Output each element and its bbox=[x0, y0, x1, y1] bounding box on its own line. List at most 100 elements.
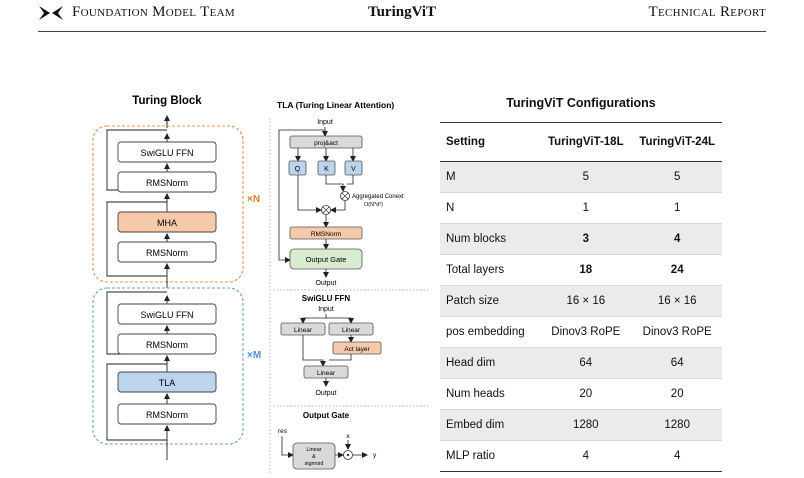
table-row: Head dim 64 64 bbox=[440, 347, 722, 379]
q-box bbox=[288, 160, 307, 176]
setting-cell: Embed dim bbox=[440, 409, 540, 441]
output-gate-y-label: y bbox=[373, 452, 377, 459]
header-title: TuringViT bbox=[367, 4, 437, 20]
lower-rmsnorm-bottom-label: RMSNorm bbox=[146, 410, 188, 420]
page-header: Foundation Model Team TuringViT Technica… bbox=[0, 0, 804, 36]
value-18l-cell: 4 bbox=[539, 440, 633, 472]
value-24l-cell: 1280 bbox=[632, 409, 722, 441]
value-24l-cell: 4 bbox=[632, 440, 722, 472]
upper-rmsnorm-top-label: RMSNorm bbox=[146, 178, 188, 188]
table-row: Patch size 16 × 16 16 × 16 bbox=[440, 285, 722, 317]
table-row: pos embedding Dinov3 RoPE Dinov3 RoPE bbox=[440, 316, 722, 348]
value-18l-cell: 16 × 16 bbox=[539, 285, 633, 317]
output-gate-linear-sigmoid-box bbox=[292, 442, 336, 470]
value-18l-cell: Dinov3 RoPE bbox=[539, 316, 633, 348]
header-turingvit-18l: TuringViT-18L bbox=[539, 122, 633, 162]
upper-swiglu-label: SwiGLU FFN bbox=[140, 148, 193, 158]
swiglu-act-label: Act layer bbox=[344, 346, 370, 353]
tla-output-gate-label: Output Gate bbox=[306, 255, 347, 264]
swiglu-linear-bottom-label: Linear bbox=[317, 370, 336, 377]
setting-cell: N bbox=[440, 192, 540, 224]
header-report-type: Technical Report bbox=[648, 4, 766, 20]
swiglu-linear-left-label: Linear bbox=[294, 327, 313, 334]
swiglu-input-label: Input bbox=[318, 306, 334, 313]
lower-rmsnorm-top-box bbox=[117, 333, 217, 355]
output-gate-block-line3: sigmoid bbox=[305, 461, 324, 467]
value-18l-cell: 1 bbox=[539, 192, 633, 224]
value-24l-cell: 16 × 16 bbox=[632, 285, 722, 317]
aggregated-context-label: Aggregated Conext bbox=[352, 194, 404, 200]
value-24l-cell: 20 bbox=[632, 378, 722, 410]
lower-repeat-container bbox=[92, 287, 244, 445]
q-label: Q bbox=[295, 166, 301, 173]
value-18l-cell: 20 bbox=[539, 378, 633, 410]
setting-cell: Total layers bbox=[440, 254, 540, 286]
table-row: Embed dim 1280 1280 bbox=[440, 409, 722, 441]
lower-swiglu-label: SwiGLU FFN bbox=[140, 310, 193, 320]
setting-cell: Num heads bbox=[440, 378, 540, 410]
tla-box bbox=[117, 371, 217, 393]
table-row: Total layers 18 24 bbox=[440, 254, 722, 286]
value-24l-cell: 5 bbox=[632, 161, 722, 193]
value-18l-cell: 5 bbox=[539, 161, 633, 193]
table-header-row: Setting TuringViT-18L TuringViT-24L bbox=[440, 122, 722, 162]
setting-cell: Num blocks bbox=[440, 223, 540, 255]
setting-cell: MLP ratio bbox=[440, 440, 540, 472]
header-rule bbox=[38, 31, 766, 32]
value-18l-cell: 1280 bbox=[539, 409, 633, 441]
configurations-table: Setting TuringViT-18L TuringViT-24L M 5 … bbox=[440, 122, 722, 472]
value-24l-cell: 1 bbox=[632, 192, 722, 224]
value-18l-cell: 18 bbox=[539, 254, 633, 286]
value-24l-cell: Dinov3 RoPE bbox=[632, 316, 722, 348]
table-row: Num heads 20 20 bbox=[440, 378, 722, 410]
setting-cell: pos embedding bbox=[440, 316, 540, 348]
mha-box bbox=[117, 211, 217, 233]
output-gate-block-line2: & bbox=[312, 454, 316, 460]
tla-input-label: Input bbox=[317, 119, 333, 126]
swiglu-panel-title: SwiGLU FFN bbox=[302, 294, 351, 303]
upper-rmsnorm-bottom-label: RMSNorm bbox=[146, 248, 188, 258]
aggregated-complexity-label: O(N*d²) bbox=[364, 202, 383, 208]
lower-rmsnorm-top-label: RMSNorm bbox=[146, 340, 188, 350]
swiglu-output-label: Output bbox=[315, 390, 336, 397]
proj-act-label: proj&act bbox=[314, 140, 338, 147]
k-box bbox=[317, 160, 336, 176]
output-gate-x-label: x bbox=[346, 433, 350, 440]
value-24l-cell: 64 bbox=[632, 347, 722, 379]
table-row: M 5 5 bbox=[440, 161, 722, 193]
header-left: Foundation Model Team bbox=[38, 4, 235, 21]
value-24l-cell: 4 bbox=[632, 223, 722, 255]
v-label: V bbox=[351, 166, 356, 173]
tla-output-label: Output bbox=[315, 280, 336, 287]
swiglu-linear-right-label: Linear bbox=[342, 327, 361, 334]
setting-cell: Head dim bbox=[440, 347, 540, 379]
k-label: K bbox=[324, 166, 329, 173]
header-setting: Setting bbox=[440, 122, 540, 162]
upper-repeat-container bbox=[92, 125, 244, 283]
upper-repeat-label: ×N bbox=[247, 194, 260, 205]
upper-rmsnorm-bottom-box bbox=[117, 241, 217, 263]
architecture-diagram: Turing Block ×N SwiGLU FFN RMSNorm MHA R… bbox=[92, 95, 430, 473]
value-18l-cell: 3 bbox=[539, 223, 633, 255]
swiglu-act-box bbox=[332, 341, 382, 355]
lower-rmsnorm-bottom-box bbox=[117, 403, 217, 425]
tla-rmsnorm-label: RMSNorm bbox=[311, 231, 341, 238]
lower-repeat-label: ×M bbox=[247, 350, 261, 361]
table-row: N 1 1 bbox=[440, 192, 722, 224]
team-logo-icon bbox=[39, 5, 63, 20]
upper-rmsnorm-top-box bbox=[117, 171, 217, 193]
upper-residual-2 bbox=[106, 201, 167, 277]
configurations-title: TuringViT Configurations bbox=[506, 96, 656, 110]
table-row: MLP ratio 4 4 bbox=[440, 440, 722, 472]
configurations-panel: TuringViT Configurations Setting TuringV… bbox=[440, 92, 722, 472]
value-24l-cell: 24 bbox=[632, 254, 722, 286]
tla-label: TLA bbox=[159, 378, 176, 388]
table-row: Num blocks 3 4 bbox=[440, 223, 722, 255]
turing-block-title: Turing Block bbox=[132, 95, 202, 107]
output-gate-block-line1: Linear bbox=[306, 447, 321, 453]
lower-swiglu-box bbox=[117, 303, 217, 325]
output-gate-panel-title: Output Gate bbox=[303, 411, 350, 420]
output-gate-res-label: res bbox=[278, 428, 288, 435]
setting-cell: Patch size bbox=[440, 285, 540, 317]
architecture-figure: Turing Block ×N SwiGLU FFN RMSNorm MHA R… bbox=[85, 88, 430, 473]
